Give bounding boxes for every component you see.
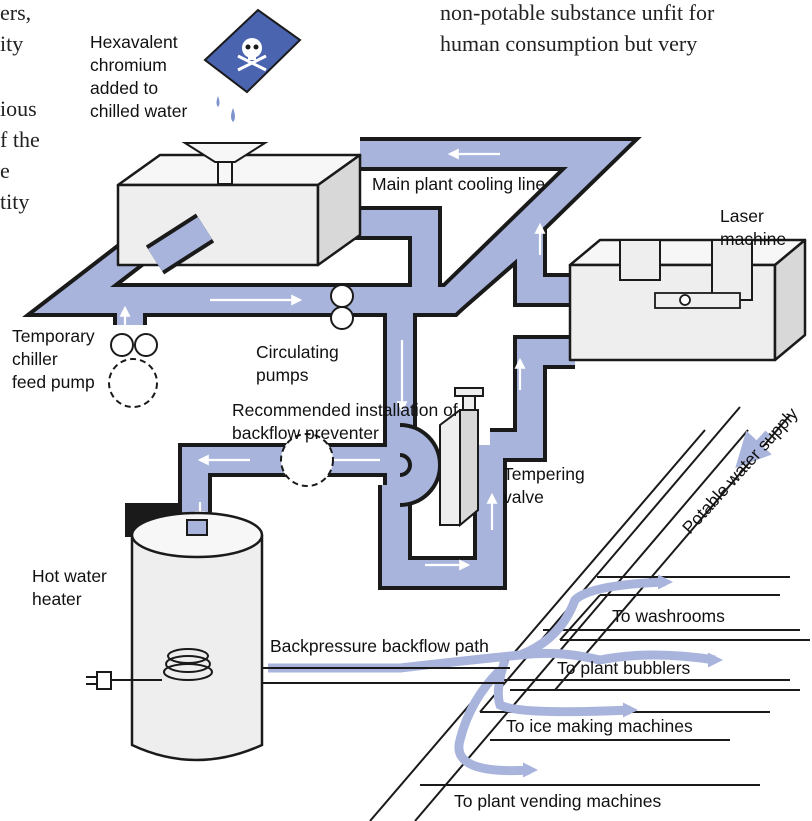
label-backflow-preventer: Recommended installation of backflow pre…	[232, 400, 458, 443]
label-preventer-1: Recommended installation of	[232, 400, 458, 420]
label-circulating-1: Circulating	[256, 342, 339, 362]
skull-crossbones-icon	[237, 38, 267, 72]
body-text-left: ers, ity ious f the e tity	[0, 0, 40, 214]
supply-arrow	[735, 430, 772, 469]
label-chiller-pump: Temporary chiller feed pump	[12, 326, 95, 392]
body-line-5: e	[0, 158, 10, 183]
backflow-stream	[268, 574, 723, 778]
chemical-can	[203, 8, 302, 122]
label-chiller-1: Temporary	[12, 326, 95, 346]
label-laser-1: Laser	[720, 206, 764, 226]
label-preventer-2: backflow preventer	[232, 423, 379, 443]
label-tempering-2: valve	[503, 487, 544, 507]
label-laser: Laser machine	[720, 206, 786, 249]
label-chromium-4: chilled water	[90, 101, 187, 121]
heating-coil-icon	[163, 648, 213, 681]
label-heater-1: Hot water	[32, 566, 107, 586]
crossover-loop	[398, 423, 442, 507]
label-potable: Potable water supply	[678, 403, 802, 537]
label-main-line: Main plant cooling line	[372, 174, 545, 194]
plug-icon	[86, 671, 112, 690]
label-circulating-2: pumps	[256, 365, 309, 385]
label-chromium-3: added to	[90, 78, 158, 98]
body-line-4: f the	[0, 127, 40, 152]
label-to-ice: To ice making machines	[506, 716, 693, 736]
label-to-vending: To plant vending machines	[454, 791, 661, 811]
label-tempering-1: Tempering	[503, 464, 585, 484]
tempering-valve	[439, 387, 484, 528]
body-line-1: ers,	[0, 0, 31, 25]
label-chiller-3: feed pump	[12, 372, 95, 392]
label-heater-2: heater	[32, 589, 82, 609]
label-backflow-path: Backpressure backflow path	[270, 636, 489, 656]
body-line-6: tity	[0, 189, 29, 214]
label-heater: Hot water heater	[32, 566, 107, 609]
body-text-right: non-potable substance unfit for human co…	[440, 0, 715, 56]
body-line-right-1: non-potable substance unfit for	[440, 0, 715, 25]
label-to-washrooms: To washrooms	[612, 606, 725, 626]
funnel	[181, 142, 269, 185]
label-chromium-1: Hexavalent	[90, 32, 178, 52]
heater-outlet-pipe	[262, 667, 510, 684]
body-line-right-2: human consumption but very	[440, 31, 697, 56]
body-line-3: ious	[0, 96, 37, 121]
label-tempering: Tempering valve	[503, 464, 585, 507]
label-chromium-2: chromium	[90, 55, 167, 75]
label-circulating: Circulating pumps	[256, 342, 339, 385]
circulating-pumps	[330, 284, 354, 330]
laser-machine	[568, 238, 807, 362]
hot-water-heater	[86, 511, 264, 762]
backflow-preventer	[280, 433, 334, 487]
chiller-feed-pump	[108, 333, 158, 408]
flow-arrows	[119, 148, 546, 571]
body-line-2: ity	[0, 31, 23, 56]
label-chromium: Hexavalent chromium added to chilled wat…	[90, 32, 187, 121]
label-laser-2: machine	[720, 229, 786, 249]
label-chiller-2: chiller	[12, 349, 58, 369]
label-to-bubblers: To plant bubblers	[557, 658, 691, 678]
chilled-water-tank	[116, 153, 362, 275]
